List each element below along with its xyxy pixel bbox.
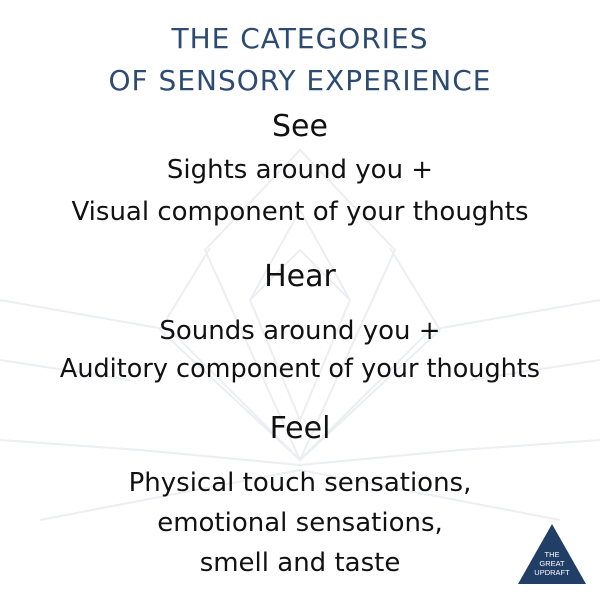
feel-line-1: Physical touch sensations, (128, 468, 472, 498)
heading-feel: Feel (269, 411, 331, 446)
heading-hear: Hear (264, 259, 336, 294)
triangle-logo-icon (518, 524, 586, 584)
feel-line-2: emotional sensations, (157, 508, 443, 538)
logo-text-line-2: GREAT (539, 559, 565, 568)
title-line-2: OF SENSORY EXPERIENCE (108, 64, 492, 97)
feel-line-3: smell and taste (199, 548, 401, 578)
see-line-1: Sights around you + (166, 155, 434, 185)
heading-see: See (272, 109, 328, 144)
hear-line-1: Sounds around you + (159, 316, 441, 346)
title-line-1: THE CATEGORIES (171, 22, 429, 55)
logo-text-line-1: THE (544, 550, 560, 559)
great-updraft-logo: THE GREAT UPDRAFT (516, 522, 588, 586)
logo-text-line-3: UPDRAFT (534, 568, 570, 577)
see-line-2: Visual component of your thoughts (71, 197, 529, 227)
hear-line-2: Auditory component of your thoughts (59, 354, 541, 384)
